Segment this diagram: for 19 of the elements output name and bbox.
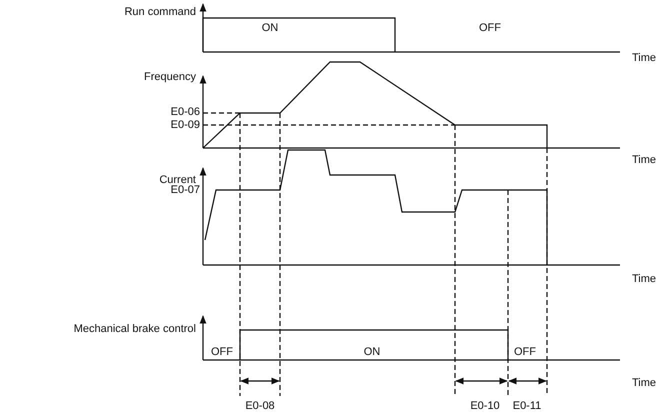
parameter-label: E0-11 xyxy=(512,400,542,412)
axis-label: Frequency xyxy=(144,71,196,83)
parameter-label: E0-08 xyxy=(245,400,275,412)
state-label: OFF xyxy=(211,346,233,358)
parameter-label: E0-09 xyxy=(170,119,200,131)
state-label: ON xyxy=(262,22,278,34)
axis-label: Current xyxy=(159,174,196,186)
axis-label: Time xyxy=(632,377,656,389)
parameter-label: E0-07 xyxy=(170,184,200,196)
axis-label: Mechanical brake control xyxy=(74,323,196,335)
parameter-label: E0-10 xyxy=(470,400,500,412)
axis-label: Time xyxy=(632,154,656,166)
axis-label: Time xyxy=(632,273,656,285)
axis-label: Run command xyxy=(124,6,196,18)
state-label: ON xyxy=(364,346,380,358)
axis-label: Time xyxy=(632,52,656,64)
state-label: OFF xyxy=(479,22,501,34)
state-label: OFF xyxy=(514,346,536,358)
parameter-label: E0-06 xyxy=(170,106,200,118)
